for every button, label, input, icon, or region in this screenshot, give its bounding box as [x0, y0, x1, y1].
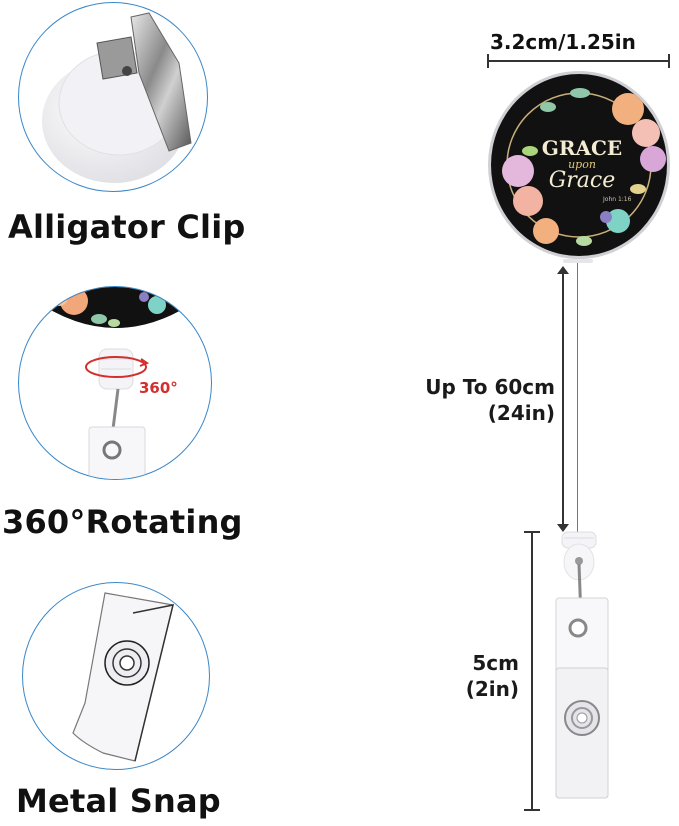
cord-length-label: Up To 60cm (24in): [425, 374, 555, 426]
arrow-down-icon: [557, 524, 569, 532]
cord-length-cm: Up To 60cm: [425, 375, 555, 399]
rotation-degree-badge: 360°: [139, 379, 178, 397]
feature-label-metal-snap: Metal Snap: [16, 782, 221, 820]
strap-clip-icon: [555, 531, 609, 799]
feature-label-360-rotating: 360°Rotating: [2, 503, 243, 541]
badge-text-upon: upon: [568, 158, 596, 171]
feature-label-alligator-clip: Alligator Clip: [8, 208, 246, 246]
metal-snap-frame: [22, 582, 210, 770]
clip-length-bar: [531, 532, 533, 810]
diameter-label: 3.2cm/1.25in: [490, 30, 636, 54]
alligator-clip-icon: [42, 12, 192, 183]
clip-length-label: 5cm (2in): [466, 650, 519, 702]
floral-wreath-icon: [502, 88, 666, 246]
clip-length-cm: 5cm: [472, 651, 519, 675]
badge-text-grace-script: Grace: [548, 168, 616, 193]
cord-length-in: (24in): [487, 401, 555, 425]
arrow-up-icon: [557, 266, 569, 274]
clip-length-bottom-tick: [524, 809, 540, 811]
badge-reference: John 1:16: [603, 196, 632, 203]
diameter-bar: [488, 60, 670, 62]
clip-length-top-tick: [524, 531, 540, 533]
badge-text-grace: GRACE: [541, 136, 623, 160]
badge-reel-front: GRACE upon Grace John 1:16: [488, 71, 670, 259]
rotating-frame: 360°: [18, 286, 212, 480]
diameter-bar-right-tick: [668, 54, 670, 68]
retractable-cord: [577, 262, 578, 532]
cord-length-arrow: [562, 270, 564, 528]
metal-snap-icon: [72, 592, 175, 762]
rotating-swivel-icon: [33, 287, 199, 479]
alligator-clip-frame: [18, 2, 208, 192]
diameter-bar-left-tick: [487, 54, 489, 68]
cord-top-cap: [563, 259, 593, 263]
clip-length-in: (2in): [465, 677, 519, 701]
